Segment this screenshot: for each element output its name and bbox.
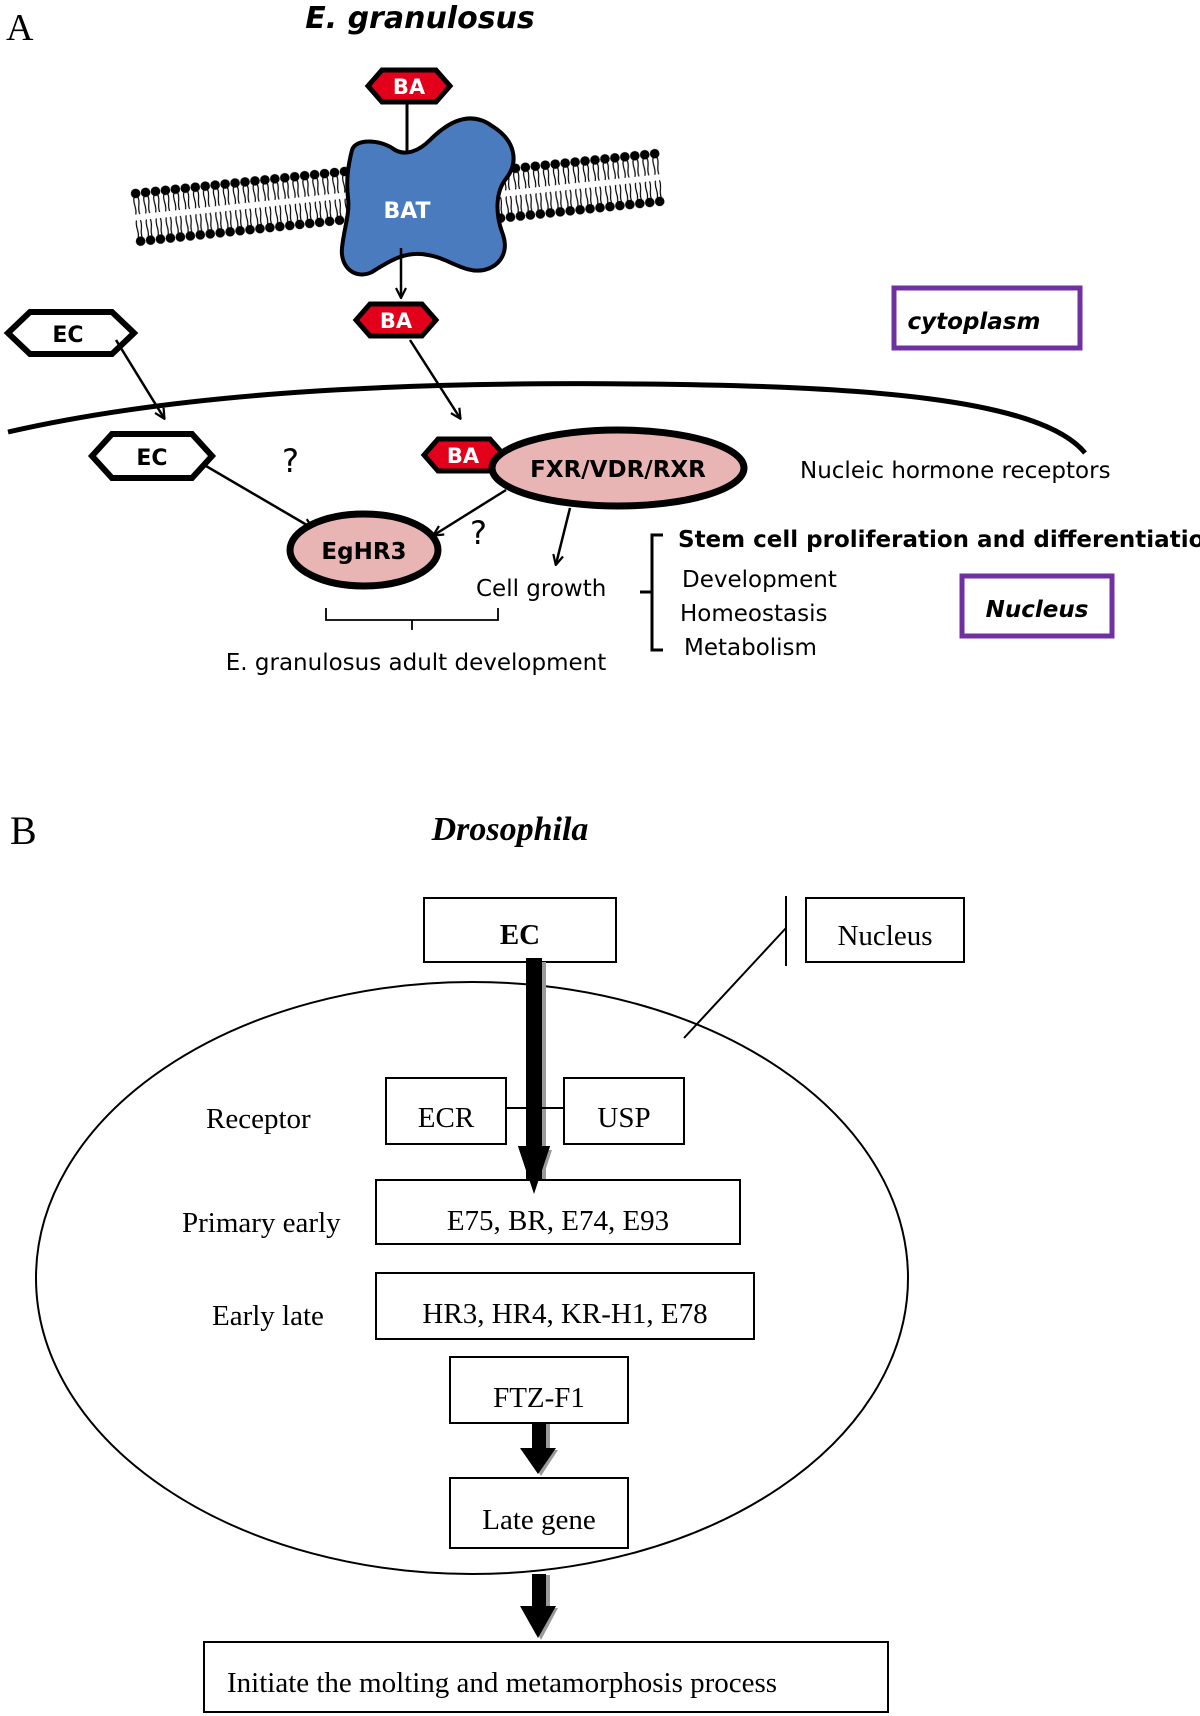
- cell-membrane-bilayer: [130, 147, 666, 248]
- panel-a-label: A: [6, 7, 34, 49]
- eghr3-receptor: EgHR3: [286, 510, 442, 590]
- svg-text:BAT: BAT: [383, 199, 430, 224]
- ec-to-eghr3-arrow: [205, 464, 312, 528]
- function-metabolism: Metabolism: [684, 635, 817, 661]
- primary-early-box: E75, BR, E74, E93: [375, 1179, 741, 1245]
- question-mark-2: ?: [470, 514, 487, 552]
- ec-inner-hexagon: EC: [87, 431, 217, 481]
- svg-text:Nucleus: Nucleus: [837, 920, 932, 952]
- svg-text:FXR/VDR/RXR: FXR/VDR/RXR: [530, 457, 706, 483]
- svg-text:ECR: ECR: [418, 1102, 475, 1134]
- svg-text:Initiate the molting and metam: Initiate the molting and metamorphosis p…: [227, 1667, 777, 1699]
- early-late-box: HR3, HR4, KR-H1, E78: [375, 1272, 755, 1340]
- nucleic-hormone-receptors-label: Nucleic hormone receptors: [800, 458, 1111, 484]
- svg-text:HR3, HR4, KR-H1, E78: HR3, HR4, KR-H1, E78: [422, 1298, 707, 1330]
- svg-text:Nucleus: Nucleus: [986, 597, 1089, 623]
- svg-text:E75, BR, E74, E93: E75, BR, E74, E93: [447, 1205, 669, 1237]
- svg-text:EC: EC: [500, 919, 540, 951]
- ba-mid-hexagon: BA: [352, 301, 440, 339]
- late-to-outcome-arrow: [520, 1574, 558, 1640]
- outcome-box: Initiate the molting and metamorphosis p…: [203, 1641, 889, 1713]
- svg-text:EC: EC: [52, 323, 83, 348]
- bat-transporter: BAT: [339, 116, 516, 277]
- svg-text:USP: USP: [597, 1102, 650, 1134]
- svg-text:EgHR3: EgHR3: [321, 539, 406, 565]
- cell-growth-label: Cell growth: [476, 576, 606, 602]
- svg-text:BA: BA: [447, 444, 480, 468]
- nucleus-box-a: Nucleus: [959, 573, 1115, 639]
- late-gene-box: Late gene: [449, 1477, 629, 1549]
- nuclear-membrane: [7, 381, 1087, 455]
- ec-box: EC: [423, 897, 617, 963]
- development-brace: [325, 608, 499, 630]
- functions-header: Stem cell proliferation and differentiat…: [678, 527, 1200, 553]
- panel-b-label: B: [10, 808, 37, 853]
- svg-text:BA: BA: [380, 309, 413, 333]
- function-homeostasis: Homeostasis: [680, 601, 827, 627]
- ec-signal-arrow-overlay: [526, 1100, 542, 1150]
- svg-text:cytoplasm: cytoplasm: [908, 309, 1041, 335]
- adult-development-label: E. granulosus adult development: [226, 650, 607, 676]
- receptor-to-eghr3-arrow: [434, 488, 507, 535]
- ecr-box: ECR: [385, 1077, 507, 1145]
- usp-box: USP: [563, 1077, 685, 1145]
- fxr-vdr-rxr-receptor: FXR/VDR/RXR: [488, 426, 748, 510]
- primary-early-label: Primary early: [182, 1207, 341, 1239]
- panel-a-title: E. granulosus: [305, 1, 535, 36]
- nucleus-pointer-line: [683, 927, 787, 1039]
- svg-text:BA: BA: [393, 75, 426, 99]
- cytoplasm-box: cytoplasm: [891, 285, 1083, 351]
- panel-b-title: Drosophila: [431, 811, 589, 848]
- receptor-to-cell-growth-arrow: [556, 507, 572, 564]
- ec-signal-arrow-tip: [518, 1146, 550, 1194]
- ba-to-receptor-arrow: [408, 339, 460, 418]
- svg-text:EC: EC: [136, 446, 167, 471]
- early-late-label: Early late: [212, 1300, 324, 1332]
- svg-text:Late gene: Late gene: [482, 1504, 596, 1536]
- question-mark-1: ?: [282, 442, 299, 480]
- ec-outer-hexagon: EC: [3, 309, 139, 357]
- ftz-to-late-arrow: [520, 1423, 558, 1476]
- function-development: Development: [682, 567, 837, 593]
- ftz-f1-box: FTZ-F1: [449, 1356, 629, 1424]
- ba-top-hexagon: BA: [364, 67, 454, 105]
- receptor-row-label: Receptor: [206, 1103, 311, 1135]
- functions-bracket: [640, 533, 663, 652]
- svg-text:FTZ-F1: FTZ-F1: [493, 1382, 585, 1414]
- nucleus-ellipse: [35, 981, 909, 1575]
- nucleus-box-b: Nucleus: [805, 897, 965, 963]
